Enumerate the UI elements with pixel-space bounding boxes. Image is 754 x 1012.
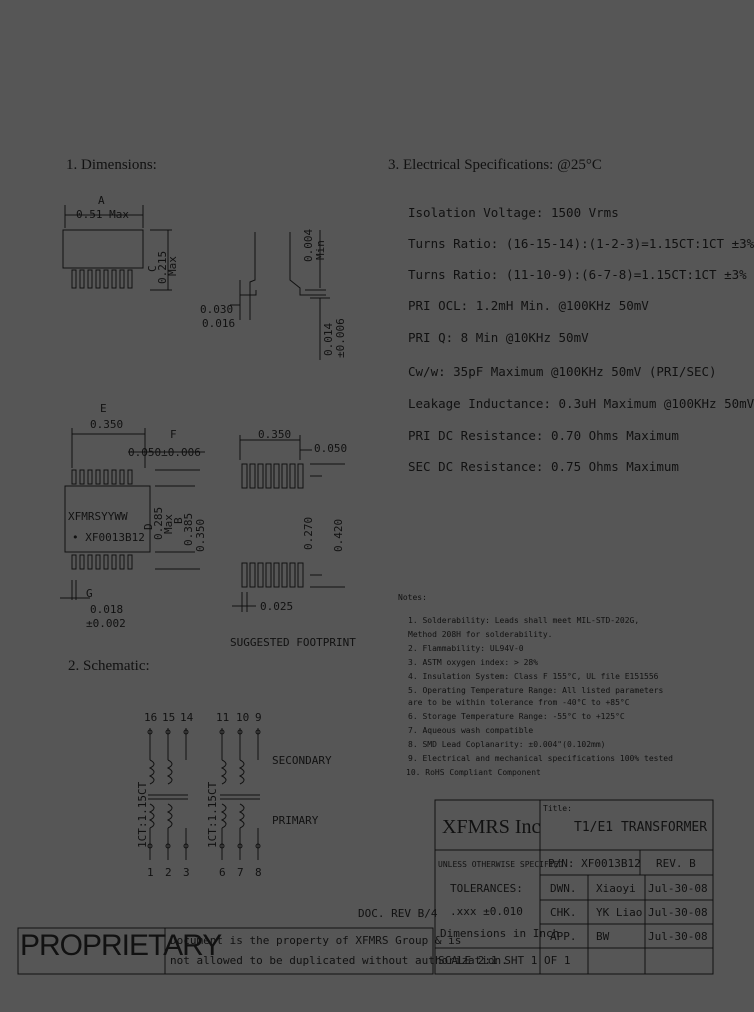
note-item: 4. Insulation System: Class F 155°C, UL … xyxy=(408,672,659,681)
top-view-leads-bottom xyxy=(71,554,133,570)
part-marking-line1: XFMRSYYWW xyxy=(68,510,128,523)
dim-030: 0.030 xyxy=(200,303,234,316)
spec-leakage: Leakage Inductance: 0.3uH Maximum @100KH… xyxy=(408,396,754,411)
pin-8: 8 xyxy=(255,866,262,879)
dwn-date: Jul-30-08 xyxy=(648,882,708,895)
footprint-270: 0.270 xyxy=(302,516,315,550)
note-item: 1. Solderability: Leads shall meet MIL-S… xyxy=(408,616,640,625)
pin-6: 6 xyxy=(219,866,226,879)
pin-16: 16 xyxy=(144,711,158,724)
note-item: 5. Operating Temperature Range: All list… xyxy=(408,686,664,695)
footprint-350: 0.350 xyxy=(258,428,292,441)
spec-sec-dcr: SEC DC Resistance: 0.75 Ohms Maximum xyxy=(408,459,679,474)
chk-date: Jul-30-08 xyxy=(648,906,708,919)
spec-turns-ratio-1: Turns Ratio: (16-15-14):(1-2-3)=1.15CT:1… xyxy=(408,236,754,251)
schematic-left xyxy=(147,728,189,860)
note-item: are to be within tolerance from -40°C to… xyxy=(408,698,630,707)
pin-3: 3 xyxy=(183,866,190,879)
top-view-leads-top xyxy=(71,469,133,485)
dim-a-value: 0.51 Max xyxy=(76,208,129,221)
dim-g-label: G xyxy=(86,587,93,600)
pin-7: 7 xyxy=(237,866,244,879)
note-item: Method 208H for solderability. xyxy=(408,630,553,639)
app-label: APP. xyxy=(550,930,577,943)
notes-title: Notes: xyxy=(398,593,427,602)
dim-min-label: Min xyxy=(314,240,327,260)
note-item: 9. Electrical and mechanical specificati… xyxy=(408,754,673,763)
pin-11: 11 xyxy=(216,711,230,724)
footprint-050: 0.050 xyxy=(314,442,348,455)
pin-1: 1 xyxy=(147,866,154,879)
note-item: 8. SMD Lead Coplanarity: ±0.004"(0.102mm… xyxy=(408,740,606,749)
footprint-420: 0.420 xyxy=(332,518,345,552)
tolerance-value: .xxx ±0.010 xyxy=(450,905,523,918)
schematic-right xyxy=(219,728,261,860)
dim-c-max: Max xyxy=(166,256,179,276)
pin-15: 15 xyxy=(162,711,176,724)
spec-cww: Cw/w: 35pF Maximum @100KHz 50mV (PRI/SEC… xyxy=(408,364,717,379)
dwn-name: Xiaoyi xyxy=(596,882,636,895)
dim-006: ±0.006 xyxy=(334,318,347,358)
note-item: 10. RoHS Compliant Component xyxy=(406,768,541,777)
dim-a-label: A xyxy=(98,194,105,207)
pin-2: 2 xyxy=(165,866,172,879)
note-item: 6. Storage Temperature Range: -55°C to +… xyxy=(408,712,625,721)
section-electrical-heading: 3. Electrical Specifications: @25°C xyxy=(388,157,602,173)
dwn-label: DWN. xyxy=(550,882,577,895)
ratio-left: 1CT:1.15CT xyxy=(136,781,149,848)
secondary-label: SECONDARY xyxy=(272,754,332,767)
pin-14: 14 xyxy=(180,711,194,724)
part-marking-line2: • XF0013B12 xyxy=(72,531,145,544)
dim-b-value2: 0.350 xyxy=(194,518,207,552)
dim-g-tolerance: ±0.002 xyxy=(86,617,126,630)
ratio-right: 1CT:1.15CT xyxy=(206,781,219,848)
scale-sheet: SCALE 2:1 SHT 1 OF 1 xyxy=(438,954,571,967)
proprietary-text-1: Document is the property of XFMRS Group … xyxy=(170,934,462,947)
pin-10: 10 xyxy=(236,711,250,724)
note-item: 7. Aqueous wash compatible xyxy=(408,726,534,735)
part-number: P/N: XF0013B12 xyxy=(548,857,641,870)
drawing-title: T1/E1 TRANSFORMER xyxy=(574,820,708,835)
app-date: Jul-30-08 xyxy=(648,930,708,943)
dim-f-label: F xyxy=(170,428,177,441)
footprint-025: 0.025 xyxy=(260,600,294,613)
pin-9: 9 xyxy=(255,711,262,724)
doc-revision: DOC. REV B/4 xyxy=(358,907,438,920)
tolerances-label: TOLERANCES: xyxy=(450,882,523,895)
unless-specified: UNLESS OTHERWISE SPECIFIED xyxy=(438,860,564,869)
proprietary-banner: PROPRIETARY xyxy=(20,929,222,962)
spec-turns-ratio-2: Turns Ratio: (11-10-9):(6-7-8)=1.15CT:1C… xyxy=(408,267,747,282)
proprietary-text-2: not allowed to be duplicated without aut… xyxy=(170,954,508,967)
dim-e-value: 0.350 xyxy=(90,418,124,431)
dimensions-in-inch: Dimensions in Inch xyxy=(440,927,560,940)
app-name: BW xyxy=(596,930,610,943)
primary-label: PRIMARY xyxy=(272,814,319,827)
note-item: 2. Flammability: UL94V-0 xyxy=(408,644,524,653)
title-label: Title: xyxy=(543,804,572,813)
note-item: 3. ASTM oxygen index: > 28% xyxy=(408,658,539,667)
footprint-pads-bottom xyxy=(241,562,304,588)
chk-name: YK Liao xyxy=(596,906,643,919)
spec-pri-ocl: PRI OCL: 1.2mH Min. @100KHz 50mV xyxy=(408,298,649,313)
chk-label: CHK. xyxy=(550,906,577,919)
footprint-pads-top xyxy=(241,463,304,489)
dim-g-value: 0.018 xyxy=(90,603,124,616)
company-name: XFMRS Inc xyxy=(442,816,541,838)
drawing-lines xyxy=(17,205,714,975)
section-dimensions-heading: 1. Dimensions: xyxy=(66,157,157,173)
dim-016: 0.016 xyxy=(202,317,236,330)
spec-pri-q: PRI Q: 8 Min @10KHz 50mV xyxy=(408,330,589,345)
dim-f-value: 0.050±0.006 xyxy=(128,446,201,459)
spec-pri-dcr: PRI DC Resistance: 0.70 Ohms Maximum xyxy=(408,428,679,443)
spec-isolation: Isolation Voltage: 1500 Vrms xyxy=(408,205,619,220)
dim-e-label: E xyxy=(100,402,107,415)
side-view-leads xyxy=(71,269,133,289)
section-schematic-heading: 2. Schematic: xyxy=(68,658,150,674)
title-block-lines xyxy=(17,799,714,975)
revision: REV. B xyxy=(656,857,696,870)
footprint-label: SUGGESTED FOOTPRINT xyxy=(230,636,356,649)
